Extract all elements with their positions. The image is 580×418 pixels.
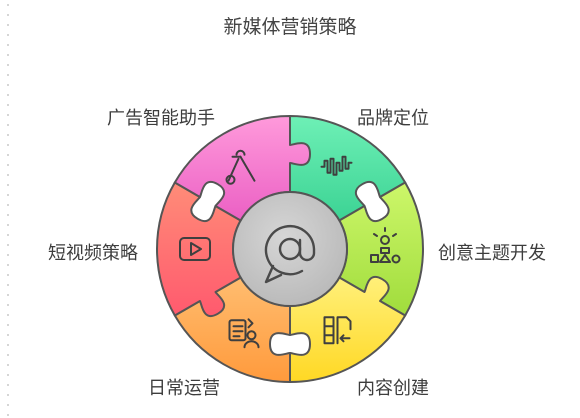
at-sign-icon bbox=[264, 225, 316, 284]
checklist-person-icon bbox=[228, 318, 260, 349]
document-edit-icon bbox=[323, 316, 352, 345]
label-daily-operations: 日常运营 bbox=[148, 378, 220, 399]
label-creative-theme: 创意主题开发 bbox=[438, 243, 546, 264]
video-play-icon bbox=[179, 237, 211, 261]
label-ad-assistant: 广告智能助手 bbox=[107, 108, 215, 129]
center-circle bbox=[232, 191, 348, 307]
dotted-edge bbox=[6, 0, 10, 418]
diagram-title: 新媒体营销策略 bbox=[223, 16, 357, 38]
lightbulb-icon bbox=[370, 227, 401, 264]
label-brand-positioning: 品牌定位 bbox=[357, 108, 429, 129]
label-content-creation: 内容创建 bbox=[357, 378, 429, 399]
ads-logo-icon bbox=[225, 149, 256, 185]
segment-ad-assistant bbox=[173, 115, 311, 222]
waveform-icon bbox=[320, 155, 353, 176]
label-short-video: 短视频策略 bbox=[48, 243, 138, 264]
